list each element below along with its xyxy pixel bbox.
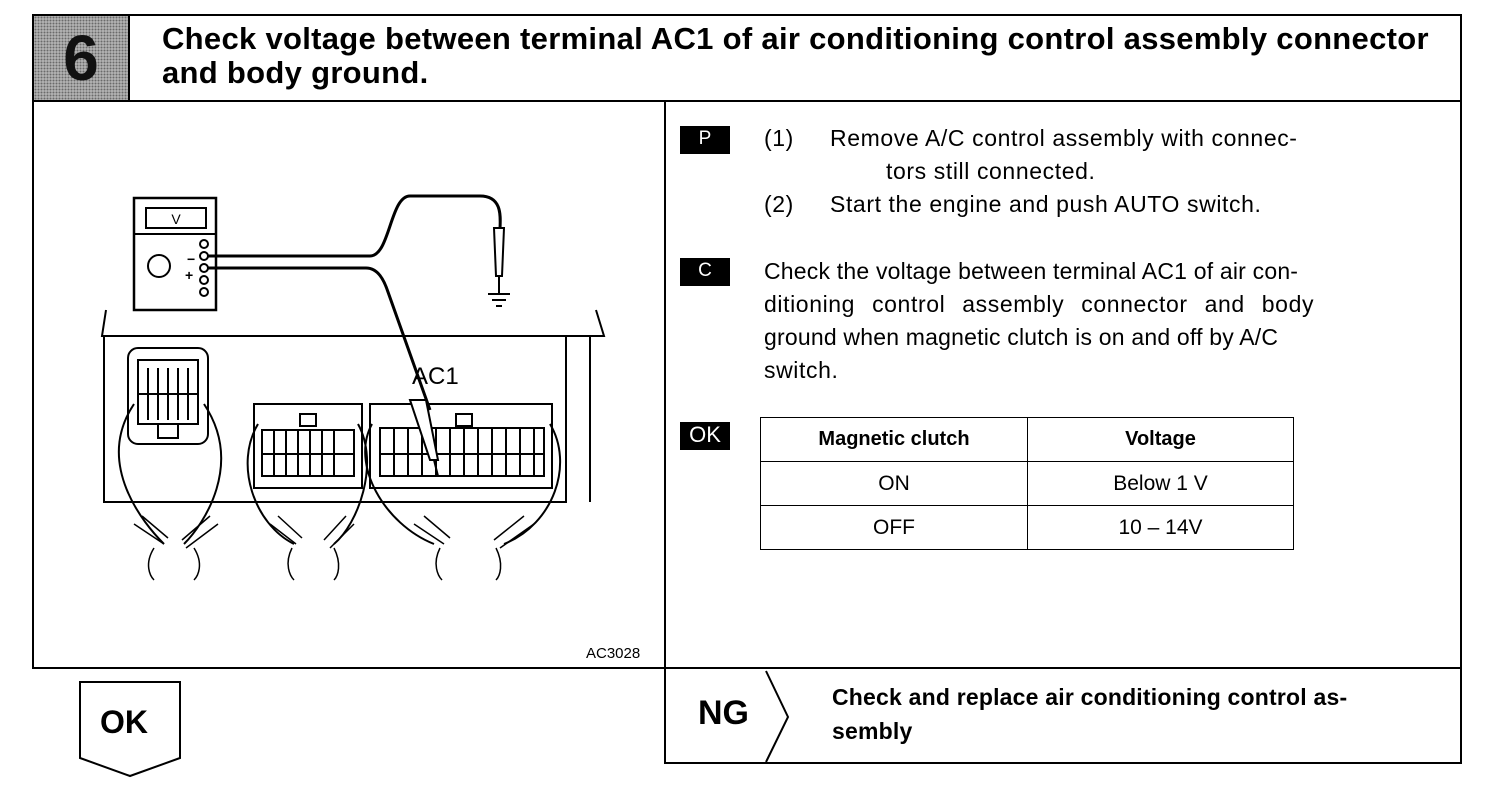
control-assembly-outline [100, 309, 606, 503]
ok-result-arrow-box [79, 681, 181, 778]
check-line-1: Check the voltage between terminal AC1 o… [764, 258, 1299, 284]
wire-harnesses [133, 515, 535, 581]
meter-label: V [171, 211, 181, 227]
check-tag: C [680, 258, 730, 286]
prep-tag: P [680, 126, 730, 154]
ng-result-box [664, 669, 1462, 764]
minus-sign: − [187, 251, 195, 267]
voltage-spec-table: Magnetic clutch Voltage ON Below 1 V OFF… [760, 417, 1294, 550]
step-number: 6 [63, 22, 99, 94]
ok-result-label: OK [100, 704, 148, 740]
figure-code: AC3028 [586, 645, 641, 662]
prep-step-2-line1: Start the engine and push AUTO switch. [830, 191, 1262, 217]
ng-chevron-icon [765, 670, 790, 763]
step-number-box [32, 14, 130, 102]
table-header-row: Magnetic clutch Voltage [760, 417, 1294, 462]
table-cell: ON [760, 461, 1028, 506]
terminal-label-ac1: AC1 [412, 363, 459, 390]
prep-step-1-line2: tors still connected. [886, 158, 1096, 184]
prep-step-1-num: (1) [764, 125, 794, 151]
table-row: OFF 10 – 14V [760, 505, 1294, 550]
test-leads [208, 194, 502, 411]
ng-result-label: NG [698, 694, 749, 732]
content-frame [32, 102, 1462, 669]
left-connector [117, 347, 223, 545]
check-line-2: ditioning control assembly connector and… [764, 291, 1315, 317]
column-divider [664, 102, 666, 764]
check-line-3: ground when magnetic clutch is on and of… [764, 324, 1279, 350]
ac1-probe-icon [408, 399, 440, 477]
table-row: ON Below 1 V [760, 461, 1294, 506]
ng-action-text: Check and replace air conditioning contr… [832, 680, 1432, 748]
middle-connector [246, 403, 368, 545]
ground-probe-icon [488, 227, 510, 307]
ok-tag: OK [680, 422, 730, 450]
prep-step-2-num: (2) [764, 191, 794, 217]
prep-step-1-line1: Remove A/C control assembly with connec- [830, 125, 1298, 151]
table-cell: OFF [760, 505, 1028, 550]
step-title: Check voltage between terminal AC1 of ai… [162, 21, 1429, 90]
check-line-4: switch. [764, 357, 839, 383]
column-header: Magnetic clutch [760, 417, 1028, 462]
table-cell: 10 – 14V [1027, 505, 1294, 550]
voltmeter-icon [132, 196, 218, 312]
connector-illustration: V − + [100, 194, 606, 581]
table-cell: Below 1 V [1027, 461, 1294, 506]
right-connector [364, 403, 562, 545]
plus-sign: + [185, 267, 193, 283]
ng-action-line-2: sembly [832, 718, 913, 744]
ng-action-line-1: Check and replace air conditioning contr… [832, 684, 1348, 710]
content-bottom-border [32, 667, 1462, 669]
column-header: Voltage [1027, 417, 1294, 462]
